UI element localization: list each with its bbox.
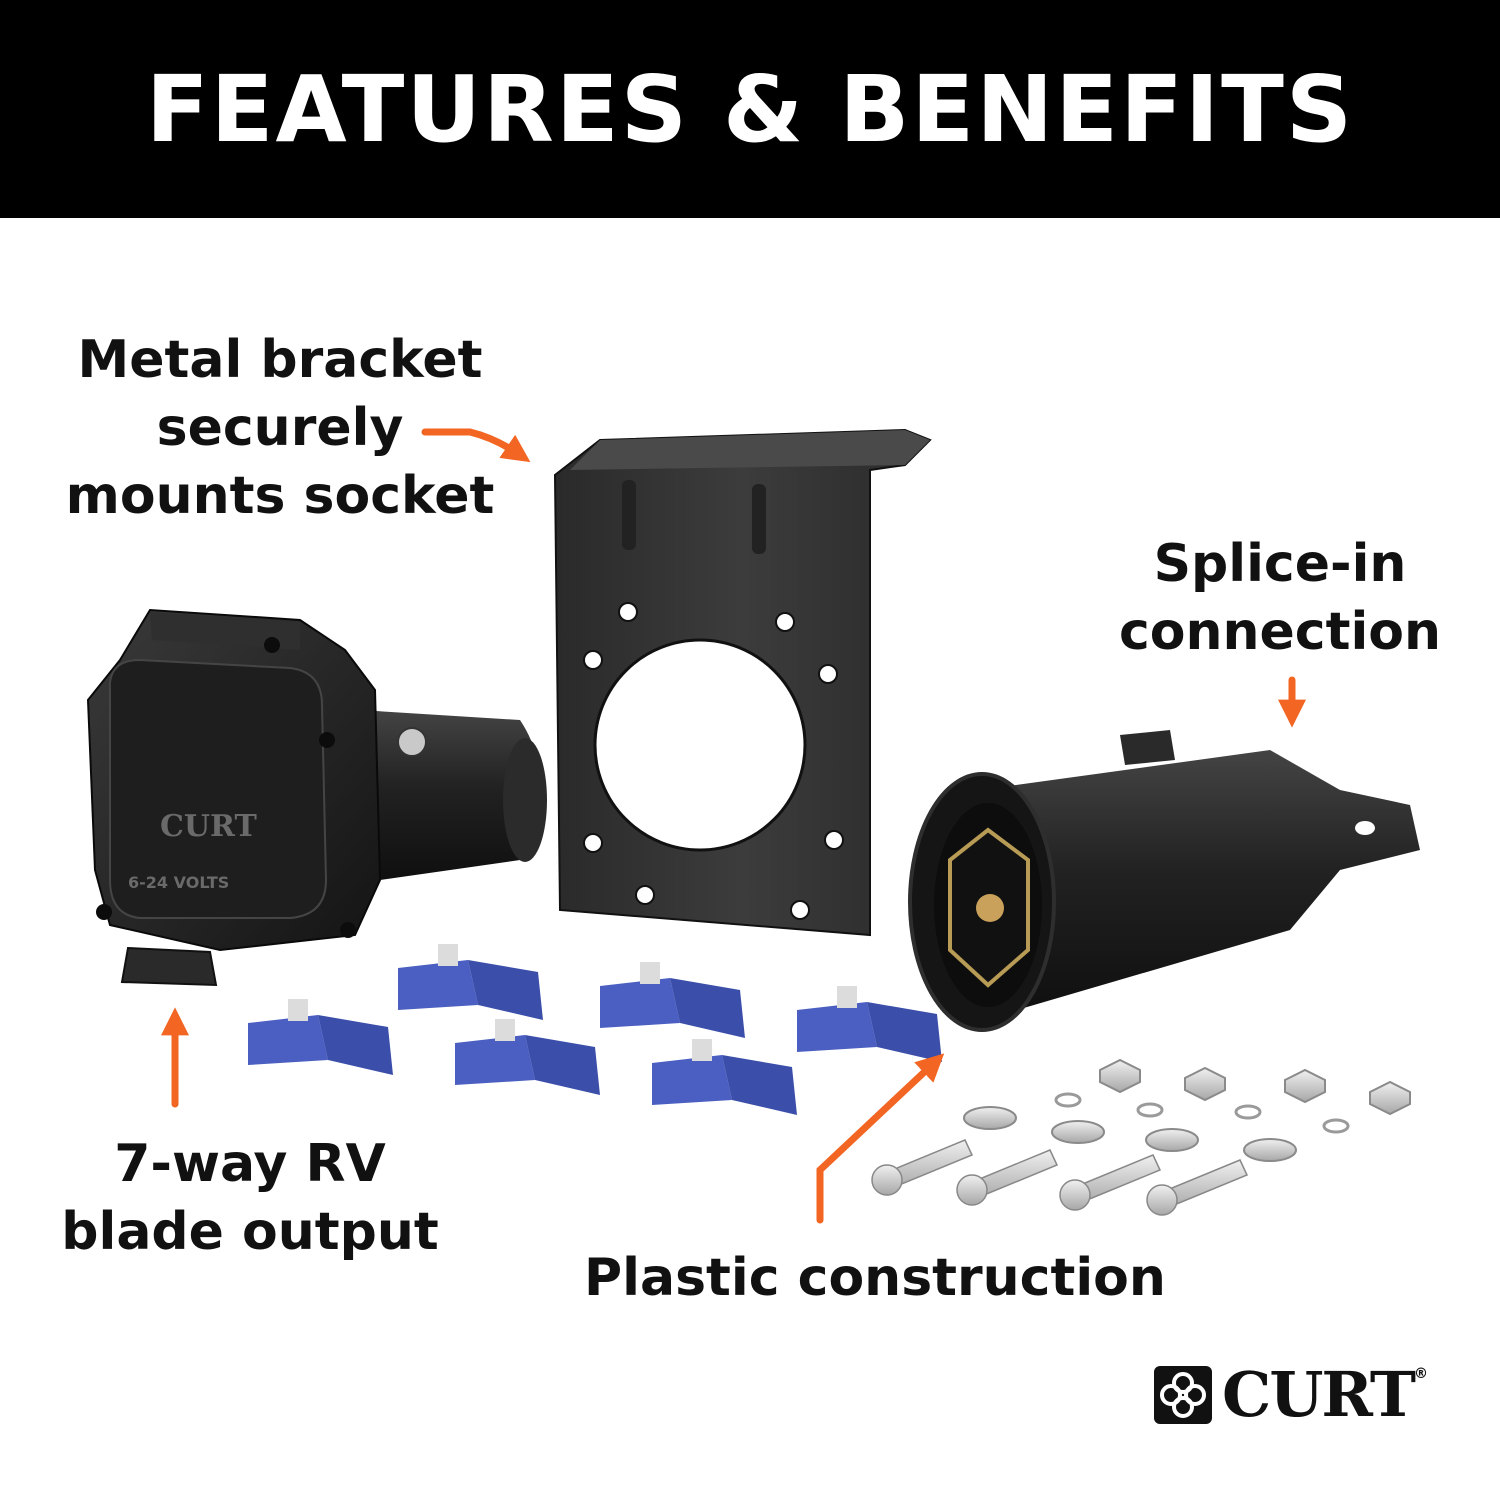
brand-logo: CURT ® bbox=[1152, 1358, 1428, 1431]
seven-way-socket: CURT 6-24 VOLTS bbox=[86, 608, 547, 987]
socket-voltage-text: 6-24 VOLTS bbox=[128, 873, 229, 892]
brand-trademark: ® bbox=[1414, 1366, 1428, 1382]
seven-way-plug bbox=[908, 730, 1420, 1032]
splice-connectors bbox=[248, 944, 942, 1115]
metal-bracket bbox=[553, 428, 932, 937]
plastic-callout-arrow bbox=[816, 1053, 945, 1224]
callout-blade-output: 7-way RV blade output bbox=[61, 1134, 439, 1262]
bracket-callout-arrow bbox=[421, 428, 531, 463]
callout-metal-bracket: Metal bracket securely mounts socket bbox=[65, 330, 495, 526]
callout-plastic: Plastic construction bbox=[584, 1248, 1166, 1308]
curt-emblem-icon bbox=[1154, 1365, 1212, 1424]
socket-brand-text: CURT bbox=[160, 809, 257, 844]
brand-wordmark: CURT bbox=[1222, 1358, 1416, 1431]
header-banner: FEATURES & BENEFITS bbox=[0, 0, 1500, 218]
page-title: FEATURES & BENEFITS bbox=[145, 55, 1355, 163]
mounting-hardware bbox=[871, 1058, 1411, 1216]
callout-splice-in: Splice-in connection bbox=[1118, 534, 1442, 662]
